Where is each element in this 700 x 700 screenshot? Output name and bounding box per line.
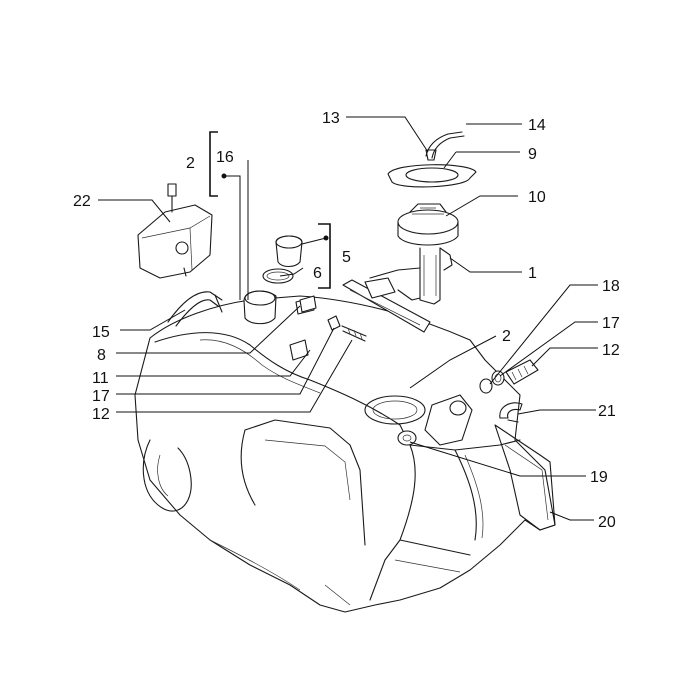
pad-part-8 bbox=[299, 295, 317, 313]
callout-6: 6 bbox=[313, 265, 322, 282]
callout-12-left: 12 bbox=[92, 406, 110, 423]
callout-1: 1 bbox=[528, 265, 537, 282]
clamp-part-6 bbox=[262, 268, 294, 284]
callout-5: 5 bbox=[342, 249, 351, 266]
callout-2-top: 2 bbox=[186, 155, 195, 172]
callout-2-right: 2 bbox=[502, 328, 511, 345]
vent-hose-part-15 bbox=[167, 291, 223, 327]
callout-13: 13 bbox=[322, 110, 340, 127]
callout-12-right: 12 bbox=[602, 342, 620, 359]
lock-ring-part-9 bbox=[387, 164, 477, 188]
charcoal-canister-part-22 bbox=[137, 183, 213, 279]
callout-8: 8 bbox=[97, 347, 106, 364]
pump-seal-part-16 bbox=[243, 290, 277, 325]
fuel-tank bbox=[134, 295, 556, 613]
callout-20: 20 bbox=[598, 514, 616, 531]
bracket-group-2 bbox=[209, 131, 241, 300]
clip-part-21 bbox=[499, 402, 523, 423]
callout-21: 21 bbox=[598, 403, 616, 420]
callout-14: 14 bbox=[528, 117, 546, 134]
callout-18: 18 bbox=[602, 278, 620, 295]
callout-22: 22 bbox=[73, 193, 91, 210]
callout-19: 19 bbox=[590, 469, 608, 486]
callout-labels: 13 14 9 10 1 22 2 16 5 6 15 8 11 17 12 2… bbox=[73, 110, 620, 531]
connector-parts-17-12 bbox=[327, 315, 367, 342]
callout-9: 9 bbox=[528, 146, 537, 163]
callout-15: 15 bbox=[92, 324, 110, 341]
callout-17-left: 17 bbox=[92, 388, 110, 405]
callout-10: 10 bbox=[528, 189, 546, 206]
fuel-pump-part-10 bbox=[342, 203, 459, 333]
callout-11: 11 bbox=[92, 370, 109, 387]
callout-16: 16 bbox=[216, 149, 234, 166]
leader-lines bbox=[98, 116, 598, 521]
callout-17-right: 17 bbox=[602, 315, 620, 332]
filler-parts-18-17-12 bbox=[479, 359, 539, 394]
fuel-line-part-14 bbox=[425, 131, 465, 161]
cap-part-5 bbox=[275, 235, 303, 268]
